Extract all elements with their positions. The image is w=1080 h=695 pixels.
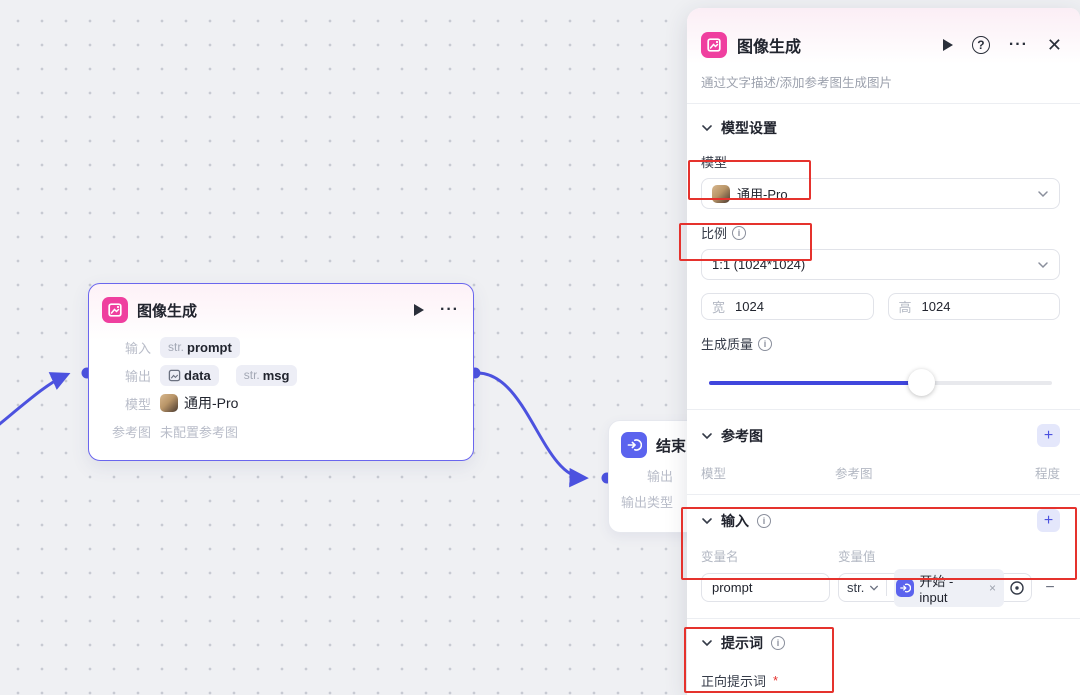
node-input-label: 输入 <box>124 340 151 356</box>
panel-image-generation-icon <box>701 32 727 58</box>
chevron-down-icon[interactable] <box>701 122 713 134</box>
variable-value-header: 变量值 <box>838 550 876 564</box>
panel-more-icon[interactable]: ··· <box>1008 36 1028 53</box>
prompt-section: 提示词 i 正向提示词* {{prompt}} <box>687 619 1080 695</box>
add-input-button[interactable]: + <box>1037 509 1060 532</box>
node-model-value: 通用-Pro <box>184 395 239 411</box>
node-reference-label: 参考图 <box>111 424 151 440</box>
highlight-model-select <box>688 160 811 200</box>
info-icon[interactable]: i <box>732 225 747 240</box>
help-icon[interactable]: ? <box>971 36 990 54</box>
model-settings-title: 模型设置 <box>721 120 777 136</box>
input-variable-row: prompt str. 开始 - inp <box>701 568 1060 607</box>
info-icon[interactable]: i <box>757 513 771 528</box>
variable-ref-tag: 开始 - input × <box>894 568 1004 607</box>
width-value: 1024 <box>735 299 764 314</box>
height-label: 高 <box>898 300 912 315</box>
reference-image-section: 参考图 + 模型 参考图 程度 <box>687 410 1080 494</box>
width-field[interactable]: 宽 1024 <box>701 293 874 320</box>
node-input-row: 输入 str.prompt <box>89 333 459 361</box>
panel-title: 图像生成 <box>737 39 802 56</box>
node-model-label: 模型 <box>124 396 151 412</box>
quality-slider-fill <box>709 381 922 385</box>
panel-run-icon[interactable] <box>942 39 953 51</box>
reference-col-degree: 程度 <box>1034 467 1060 481</box>
select-variable-icon[interactable] <box>1009 580 1025 596</box>
output-data-pill: data <box>160 364 219 386</box>
node-model-row: 模型 通用-Pro <box>89 389 459 417</box>
model-settings-section: 模型设置 模型 通用-Pro 比例 i 1:1 (1024*1024) 宽 10… <box>687 104 1080 409</box>
chevron-down-icon[interactable] <box>869 583 879 593</box>
start-node-icon <box>896 578 915 597</box>
image-generation-icon <box>102 297 128 323</box>
model-label: 模型 <box>701 155 728 170</box>
height-value: 1024 <box>921 299 951 314</box>
close-icon[interactable]: ✕ <box>1046 34 1062 55</box>
node-output-label: 输出 <box>124 368 151 384</box>
end-output-label: 输出 <box>646 468 673 484</box>
input-prompt-pill: str.prompt <box>160 336 240 358</box>
output-msg-pill: str.msg <box>235 364 298 386</box>
chevron-down-icon <box>1038 190 1048 197</box>
info-icon[interactable]: i <box>771 636 785 650</box>
variable-type-value: str. <box>847 580 865 595</box>
add-reference-button[interactable]: + <box>1037 424 1060 447</box>
chevron-down-icon[interactable] <box>701 515 713 527</box>
remove-ref-icon[interactable]: × <box>988 580 996 595</box>
variable-name-input[interactable]: prompt <box>701 573 830 602</box>
highlight-ratio-select <box>679 223 812 261</box>
model-avatar <box>160 394 178 412</box>
ratio-select[interactable]: 1:1 (1024*1024) <box>701 249 1060 280</box>
reference-col-model: 模型 <box>701 467 727 481</box>
node-more-icon[interactable]: ··· <box>440 301 459 318</box>
quality-slider-handle[interactable] <box>907 369 935 396</box>
image-icon <box>168 369 181 381</box>
highlight-input-row <box>681 507 1077 580</box>
required-mark: * <box>773 673 779 688</box>
highlight-positive-prompt <box>684 627 834 693</box>
node-run-icon[interactable] <box>414 304 425 316</box>
info-icon[interactable]: i <box>758 336 773 351</box>
chevron-down-icon[interactable] <box>701 430 713 442</box>
remove-input-button[interactable]: − <box>1045 578 1055 596</box>
node-output-row: 输出 data str.msg <box>89 361 459 389</box>
variable-name-header: 变量名 <box>701 550 739 564</box>
panel-subtitle: 通过文字描述/添加参考图生成图片 <box>701 76 892 90</box>
ratio-label: 比例 <box>701 226 728 241</box>
end-node-icon <box>621 432 647 458</box>
variable-value-select[interactable]: str. 开始 - input × <box>838 568 1032 607</box>
node-reference-row: 参考图 未配置参考图 <box>89 417 459 445</box>
end-output-type-label: 输出类型 <box>620 494 673 510</box>
reference-col-image: 参考图 <box>835 467 873 481</box>
positive-prompt-label: 正向提示词 <box>701 674 767 689</box>
variable-ref-label: 开始 - input <box>919 573 954 605</box>
quality-label: 生成质量 <box>701 337 754 352</box>
height-field[interactable]: 高 1024 <box>887 293 1060 320</box>
node-reference-value: 未配置参考图 <box>160 424 239 440</box>
input-section-title: 输入 <box>721 512 749 529</box>
chevron-down-icon <box>1038 261 1048 268</box>
end-node-title: 结束 <box>656 437 687 455</box>
reference-image-title: 参考图 <box>721 427 763 444</box>
node-title: 图像生成 <box>137 302 198 320</box>
input-section: 输入 i + 变量名 变量值 prompt str. <box>687 495 1080 618</box>
width-label: 宽 <box>712 300 726 315</box>
chevron-down-icon[interactable] <box>701 637 713 649</box>
image-generation-node[interactable]: 图像生成 ··· 输入 str.prompt 输出 d <box>88 283 474 461</box>
node-settings-panel: 图像生成 ? ··· ✕ 通过文字描述/添加参考图生成图片 模型设置 模型 通用… <box>687 8 1080 695</box>
quality-slider[interactable] <box>709 369 1052 397</box>
prompt-section-title: 提示词 <box>721 635 763 651</box>
